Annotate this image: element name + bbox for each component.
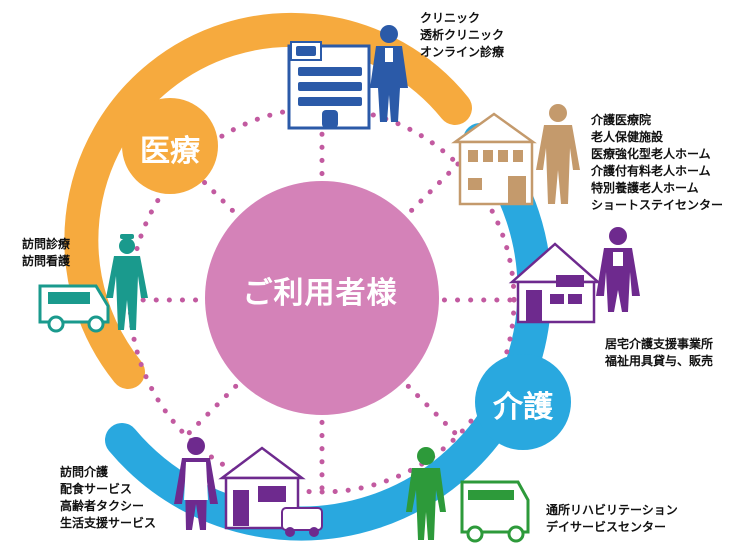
home-medical-van-icon <box>38 284 110 333</box>
center-label: ご利用者様 <box>242 276 398 311</box>
day-service-van-icon <box>460 480 530 543</box>
facility-labels: 介護医療院 老人保健施設 医療強化型老人ホーム 介護付有料老人ホーム 特別養護老… <box>591 112 723 214</box>
clinic-label: オンライン診療 <box>420 45 505 59</box>
homecare-support-labels: 居宅介護支援事業所 福祉用具貸与、販売 <box>605 336 713 370</box>
staff-green-icon <box>406 447 446 540</box>
medical-badge <box>122 98 218 194</box>
nursing-facility-icon <box>451 112 537 206</box>
clinic-building-icon <box>287 41 371 130</box>
caregiver-tan-icon <box>536 104 580 204</box>
medical-badge-label: 医療 <box>140 134 200 169</box>
facility-label: 介護付有料老人ホーム <box>591 164 711 178</box>
home-visit-house-icon <box>218 446 323 537</box>
clinic-label: 透析クリニック <box>420 28 505 42</box>
care-manager-icon <box>596 227 640 312</box>
home-visit-care-label: 生活支援サービス <box>60 516 157 530</box>
day-service-label: デイサービスセンター <box>546 520 667 534</box>
home-medical-labels: 訪問診療 訪問看護 <box>22 236 70 270</box>
homecare-support-label: 福祉用具貸与、販売 <box>605 354 714 368</box>
care-badge <box>475 354 571 450</box>
facility-label: 特別養護老人ホーム <box>591 181 699 195</box>
helper-icon <box>174 437 218 530</box>
facility-label: 老人保健施設 <box>591 130 664 144</box>
care-badge-label: 介護 <box>493 390 553 425</box>
clinic-labels: クリニック 透析クリニック オンライン診療 <box>420 10 504 61</box>
medical-arc <box>64 12 472 389</box>
facility-label: 医療強化型老人ホーム <box>591 147 711 161</box>
facility-label: ショートステイセンター <box>591 198 724 212</box>
day-service-labels: 通所リハビリテーション デイサービスセンター <box>546 502 678 536</box>
center-circle <box>205 181 439 415</box>
clinic-label: クリニック <box>420 11 481 25</box>
facility-label: 介護医療院 <box>591 113 652 127</box>
home-medical-label: 訪問診療 <box>22 237 71 251</box>
homecare-support-label: 居宅介護支援事業所 <box>605 337 714 351</box>
home-visit-care-label: 高齢者タクシー <box>60 499 145 513</box>
day-service-label: 通所リハビリテーション <box>546 503 678 517</box>
home-visit-care-label: 訪問介護 <box>60 465 109 479</box>
doctor-icon <box>370 25 408 122</box>
home-visit-care-label: 配食サービス <box>60 482 133 496</box>
home-visit-care-labels: 訪問介護 配食サービス 高齢者タクシー 生活支援サービス <box>60 464 156 532</box>
home-purple-icon <box>508 242 602 324</box>
nurse-icon <box>106 234 148 330</box>
care-arc <box>105 123 552 541</box>
home-medical-label: 訪問看護 <box>22 254 71 268</box>
